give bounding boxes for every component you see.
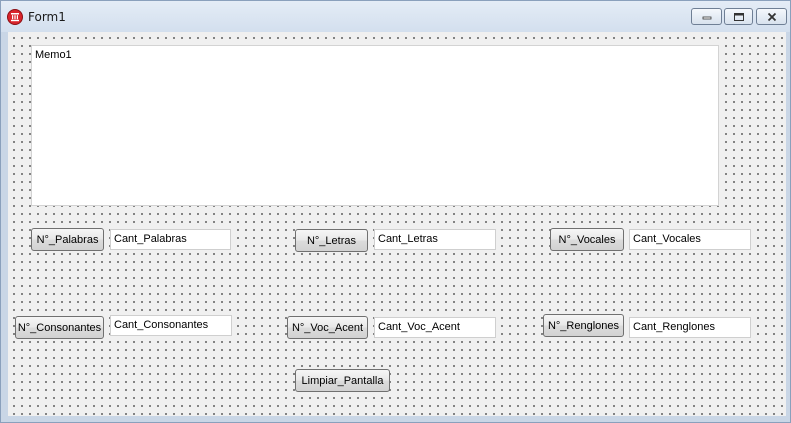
consonants-count-field[interactable]: Cant_Consonantes — [110, 315, 232, 336]
title-bar[interactable]: Form1 — [1, 1, 790, 32]
minimize-button[interactable] — [691, 8, 722, 25]
maximize-button[interactable] — [724, 8, 753, 25]
memo-text: Memo1 — [35, 49, 72, 61]
count-vowels-button[interactable]: N°_Vocales — [550, 228, 624, 251]
maximize-icon — [733, 12, 744, 21]
close-icon — [767, 12, 776, 21]
words-count-field[interactable]: Cant_Palabras — [110, 229, 231, 250]
accented-vowels-count-field[interactable]: Cant_Voc_Acent — [374, 317, 496, 338]
count-lines-button[interactable]: N°_Renglones — [543, 314, 624, 337]
form-client-area: Memo1 N°_Palabras Cant_Palabras N°_Letra… — [8, 32, 786, 416]
count-words-button[interactable]: N°_Palabras — [31, 228, 104, 251]
app-icon[interactable] — [7, 9, 23, 25]
count-consonants-button[interactable]: N°_Consonantes — [15, 316, 104, 339]
window-title: Form1 — [28, 10, 66, 24]
minimize-icon — [702, 16, 711, 19]
count-accented-vowels-button[interactable]: N°_Voc_Acent — [287, 316, 368, 339]
lines-count-field[interactable]: Cant_Renglones — [629, 317, 751, 338]
vowels-count-field[interactable]: Cant_Vocales — [629, 229, 751, 250]
close-button[interactable] — [756, 8, 787, 25]
letters-count-field[interactable]: Cant_Letras — [374, 229, 496, 250]
clear-screen-button[interactable]: Limpiar_Pantalla — [295, 369, 390, 392]
memo-textarea[interactable]: Memo1 — [31, 45, 719, 206]
count-letters-button[interactable]: N°_Letras — [295, 229, 368, 252]
